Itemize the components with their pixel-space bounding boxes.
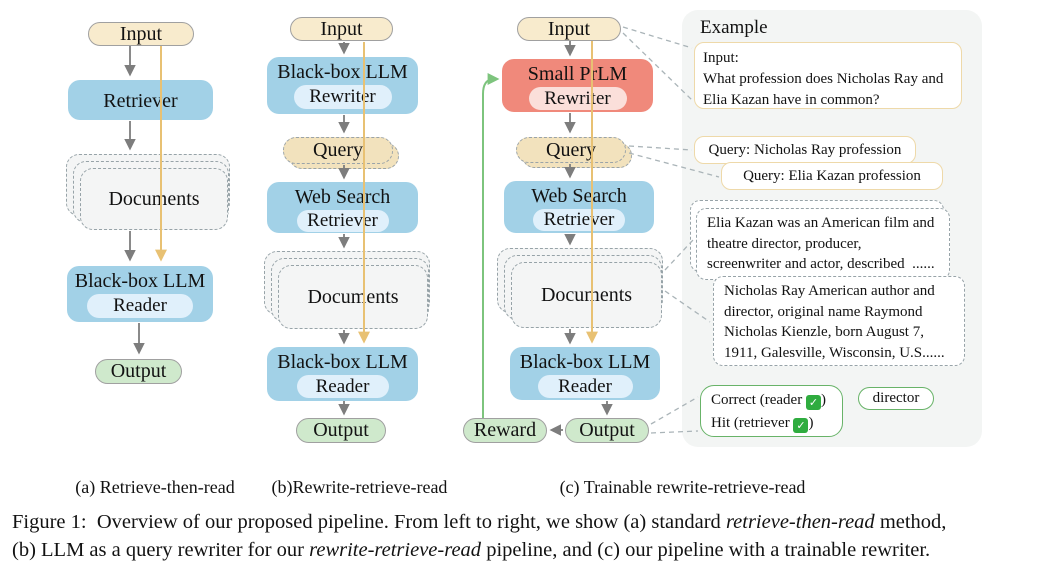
b-query-label: Query bbox=[313, 139, 363, 161]
example-doc-box-1: Elia Kazan was an American film and thea… bbox=[696, 208, 950, 280]
b-reader-subpill: Reader bbox=[296, 375, 389, 398]
example-panel-title: Example bbox=[700, 17, 768, 38]
example-doc1-line2: theatre director, producer, bbox=[707, 235, 862, 252]
subcaption-c: (c) Trainable rewrite-retrieve-read bbox=[559, 477, 806, 497]
caption-l2-post: pipeline, and (c) our pipeline with a tr… bbox=[481, 539, 931, 561]
result-line1-text: Correct (reader bbox=[711, 392, 806, 408]
caption-l2-pre: (b) LLM as a query rewriter for our bbox=[12, 539, 310, 561]
example-doc-box-2: Nicholas Ray American author and directo… bbox=[713, 276, 965, 366]
c-rewriter-node: Small PrLM Rewriter bbox=[502, 59, 653, 112]
c-query-node: Query bbox=[516, 137, 626, 163]
example-input-line2: What profession does Nicholas Ray and bbox=[703, 71, 944, 87]
example-result-line2: Hit (retriever ✓) bbox=[711, 412, 832, 435]
subcaption-b: (b)Rewrite-retrieve-read bbox=[271, 477, 448, 497]
c-input-label: Input bbox=[547, 17, 591, 40]
example-query-2-text: Query: Elia Kazan profession bbox=[743, 167, 921, 184]
a-retriever-label: Retriever bbox=[103, 90, 178, 112]
c-reader-subpill: Reader bbox=[537, 375, 633, 398]
example-result-box: Correct (reader ✓) Hit (retriever ✓) bbox=[700, 385, 843, 437]
b-retriever-title: Web Search bbox=[294, 186, 391, 208]
c-documents-label: Documents bbox=[540, 283, 633, 306]
c-retriever-sub-label: Retriever bbox=[543, 209, 615, 230]
figure-caption-line1: Figure 1: Overview of our proposed pipel… bbox=[12, 508, 1036, 536]
b-reader-title: Black-box LLM bbox=[277, 351, 408, 373]
caption-l1-post: method, bbox=[874, 511, 947, 533]
b-web-search-retriever-node: Web Search Retriever bbox=[267, 182, 418, 233]
a-reader-sub-label: Reader bbox=[113, 295, 167, 316]
example-result-line1: Correct (reader ✓) bbox=[711, 389, 832, 412]
example-doc2-line4: 1911, Galesville, Wisconsin, U.S...... bbox=[724, 344, 945, 361]
example-answer-pill: director bbox=[858, 387, 934, 410]
a-reader-subpill: Reader bbox=[87, 294, 193, 318]
a-documents-node: Documents bbox=[80, 168, 228, 230]
b-rewriter-subpill: Rewriter bbox=[293, 85, 392, 109]
c-input-node: Input bbox=[517, 17, 621, 41]
example-input-box: Input: What profession does Nicholas Ray… bbox=[694, 42, 962, 109]
b-documents-label: Documents bbox=[307, 285, 399, 308]
b-retriever-sub-label: Retriever bbox=[307, 210, 378, 231]
figure-caption-line2: (b) LLM as a query rewriter for our rewr… bbox=[12, 536, 1036, 564]
c-rewriter-sub-label: Rewriter bbox=[544, 87, 611, 109]
example-doc1-line1: Elia Kazan was an American film and bbox=[707, 215, 935, 231]
c-reader-sub-label: Reader bbox=[558, 375, 612, 397]
c-reward-node: Reward bbox=[463, 418, 547, 443]
checkmark-icon: ✓ bbox=[805, 395, 821, 410]
checkmark-icon: ✓ bbox=[793, 418, 809, 433]
example-input-line1: Input: bbox=[703, 50, 739, 66]
example-doc2-line3: Nicholas Kienzle, born August 7, bbox=[724, 324, 924, 340]
b-reader-node: Black-box LLM Reader bbox=[267, 347, 418, 401]
green-reward-feedback-arrow bbox=[482, 73, 500, 418]
b-documents-node: Documents bbox=[278, 265, 428, 329]
b-reader-sub-label: Reader bbox=[315, 375, 370, 397]
example-doc2-line1: Nicholas Ray American author and bbox=[724, 283, 935, 299]
c-documents-node: Documents bbox=[511, 262, 662, 328]
c-output-label: Output bbox=[579, 419, 635, 441]
a-input-node: Input bbox=[88, 22, 194, 46]
a-documents-label: Documents bbox=[108, 187, 200, 210]
b-rewriter-node: Black-box LLM Rewriter bbox=[267, 57, 418, 114]
b-output-label: Output bbox=[313, 419, 369, 441]
example-query-box-1: Query: Nicholas Ray profession bbox=[694, 136, 916, 164]
c-query-label: Query bbox=[546, 138, 596, 161]
b-query-node: Query bbox=[283, 137, 393, 164]
b-input-node: Input bbox=[290, 17, 393, 41]
c-retriever-subpill: Retriever bbox=[533, 209, 625, 231]
example-doc1-line3: screenwriter and actor, described ...... bbox=[707, 256, 935, 272]
result-line2-close: ) bbox=[808, 415, 814, 431]
c-web-search-retriever-node: Web Search Retriever bbox=[504, 181, 654, 233]
example-query-box-2: Query: Elia Kazan profession bbox=[721, 162, 943, 190]
example-answer-text: director bbox=[872, 390, 920, 406]
b-output-node: Output bbox=[296, 418, 386, 443]
c-reader-title: Black-box LLM bbox=[519, 351, 651, 373]
c-output-node: Output bbox=[565, 418, 649, 443]
example-doc2-line2: director, original name Raymond bbox=[724, 303, 923, 320]
subcaption-a: (a) Retrieve-then-read bbox=[75, 477, 235, 497]
c-retriever-title: Web Search bbox=[531, 185, 627, 207]
caption-l1-pre: Figure 1: Overview of our proposed pipel… bbox=[12, 511, 726, 533]
b-rewriter-title: Black-box LLM bbox=[277, 61, 408, 83]
c-reward-label: Reward bbox=[473, 419, 537, 441]
result-line2-text: Hit (retriever bbox=[711, 415, 794, 431]
a-reader-title: Black-box LLM bbox=[74, 270, 206, 292]
a-reader-node: Black-box LLM Reader bbox=[67, 266, 213, 322]
example-input-line3: Elia Kazan have in common? bbox=[703, 92, 880, 108]
c-rewriter-subpill: Rewriter bbox=[528, 87, 627, 110]
b-retriever-subpill: Retriever bbox=[296, 210, 389, 232]
a-output-node: Output bbox=[95, 359, 182, 384]
b-rewriter-sub-label: Rewriter bbox=[309, 86, 376, 107]
result-line1-close: ) bbox=[820, 392, 826, 408]
a-output-label: Output bbox=[110, 360, 167, 382]
example-query-1-text: Query: Nicholas Ray profession bbox=[708, 141, 902, 158]
figure-caption: Figure 1: Overview of our proposed pipel… bbox=[12, 508, 1036, 564]
caption-l1-italic: retrieve-then-read bbox=[725, 511, 875, 533]
caption-l2-italic: rewrite-retrieve-read bbox=[309, 539, 482, 561]
c-rewriter-title: Small PrLM bbox=[527, 63, 628, 85]
c-reader-node: Black-box LLM Reader bbox=[510, 347, 660, 400]
a-input-label: Input bbox=[119, 22, 163, 45]
b-input-label: Input bbox=[320, 17, 363, 40]
a-retriever-node: Retriever bbox=[68, 80, 213, 120]
